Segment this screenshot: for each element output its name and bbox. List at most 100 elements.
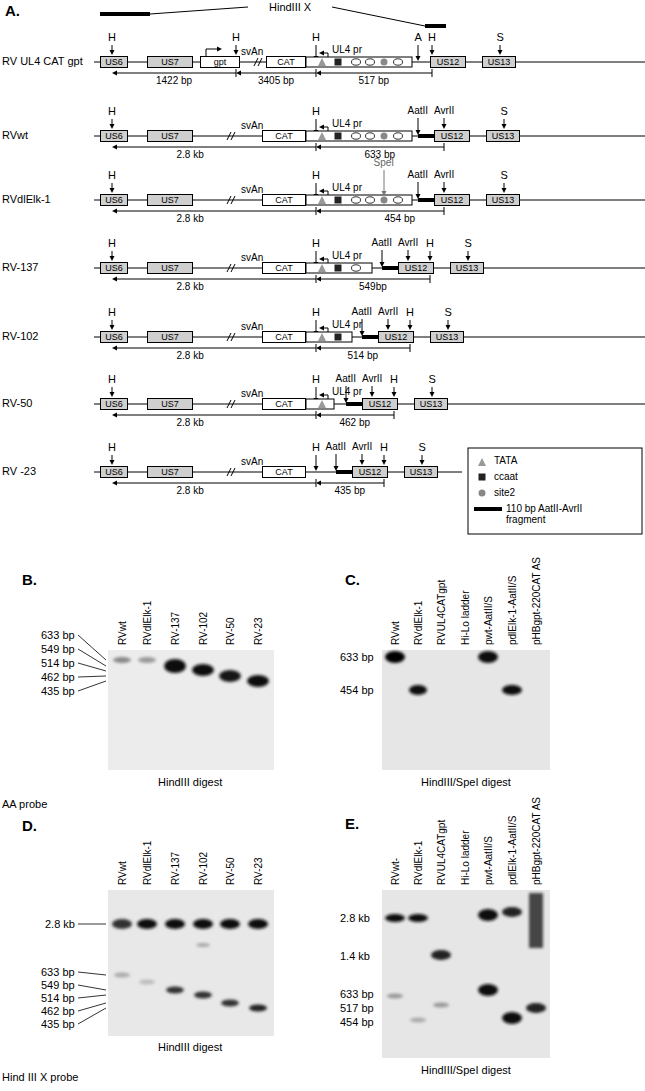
gene-name: CAT bbox=[275, 399, 292, 409]
lane-label: RVdlElk-1 bbox=[413, 601, 424, 645]
gene-box: CAT bbox=[262, 262, 306, 274]
panel-letter: A. bbox=[5, 3, 20, 20]
gel-ground bbox=[382, 650, 550, 770]
legend-text: ccaat bbox=[494, 471, 518, 482]
map-label: 549bp bbox=[359, 281, 387, 292]
size-label: 549 bp bbox=[41, 979, 75, 991]
gel-band bbox=[433, 1003, 449, 1008]
gel-band bbox=[166, 987, 184, 994]
arrow-head bbox=[316, 209, 321, 214]
gel-band bbox=[164, 659, 186, 673]
site-symbol bbox=[352, 197, 361, 203]
break-mark bbox=[227, 333, 231, 341]
site-arrow bbox=[316, 320, 317, 332]
gene-box: US6 bbox=[100, 331, 128, 343]
lane-label: RV-137 bbox=[170, 852, 181, 885]
site-arrow bbox=[316, 119, 317, 131]
map-label: H bbox=[108, 441, 116, 453]
map-label: AvrII bbox=[352, 441, 372, 452]
gene-name: CAT bbox=[275, 263, 292, 273]
site-arrow bbox=[316, 251, 317, 263]
gel-ground bbox=[382, 890, 550, 1058]
dimension-tick bbox=[430, 275, 431, 283]
site-symbol bbox=[394, 197, 403, 203]
lane-label: RVUL4CATgpt bbox=[436, 580, 447, 645]
site-arrow bbox=[418, 182, 419, 195]
promoter-region bbox=[306, 263, 372, 273]
gel-band bbox=[137, 919, 157, 929]
gene-name: CAT bbox=[277, 57, 294, 67]
arrow-head bbox=[110, 188, 115, 193]
map-label: svAn bbox=[241, 456, 263, 467]
gel-e bbox=[382, 890, 550, 1058]
gene-box: US6 bbox=[100, 262, 128, 274]
gel-band bbox=[165, 919, 185, 929]
gene-name: US12 bbox=[441, 195, 464, 205]
gene-name: US12 bbox=[359, 467, 382, 477]
lane-label: RV-137 bbox=[170, 612, 181, 645]
arrow-head bbox=[344, 398, 349, 403]
arrow-head bbox=[502, 124, 507, 129]
lane-label: RV-23 bbox=[253, 857, 264, 885]
arrow-head bbox=[112, 413, 117, 418]
gene-name: US6 bbox=[105, 195, 123, 205]
size-label: 633 bp bbox=[41, 966, 75, 978]
arrow-head bbox=[110, 392, 115, 397]
gene-box: US12 bbox=[434, 194, 470, 206]
leader-line bbox=[78, 676, 106, 677]
arrow-head bbox=[112, 209, 117, 214]
map-label: HindIII/SpeI digest bbox=[421, 776, 511, 788]
gel-band bbox=[248, 919, 268, 929]
gene-name: CAT bbox=[275, 467, 292, 477]
site-symbol bbox=[394, 59, 403, 65]
arrow-head bbox=[110, 460, 115, 465]
lane-label: Hi-Lo ladder bbox=[460, 831, 471, 885]
dimension-tick bbox=[444, 207, 445, 215]
dimension-line bbox=[116, 279, 316, 280]
leader-line bbox=[78, 1008, 106, 1024]
map-label: 1422 bp bbox=[156, 75, 192, 86]
dimension-line bbox=[320, 483, 384, 484]
gene-box: US7 bbox=[147, 194, 193, 206]
map-label: RV-102 bbox=[2, 330, 39, 342]
arrow-head bbox=[319, 326, 324, 331]
legend-text: TATA bbox=[494, 455, 517, 466]
site-symbol bbox=[366, 133, 375, 139]
gel-band bbox=[502, 1012, 522, 1024]
map-label: HindIII X bbox=[269, 1, 311, 13]
map-label: S bbox=[465, 237, 472, 249]
promoter-region bbox=[306, 131, 412, 141]
gene-name: CAT bbox=[275, 332, 292, 342]
gel-band bbox=[478, 984, 498, 996]
dimension-line bbox=[116, 211, 316, 212]
gel-band bbox=[113, 657, 131, 663]
gene-name: US7 bbox=[161, 332, 179, 342]
arrow-head bbox=[319, 257, 324, 262]
gel-band bbox=[387, 994, 403, 999]
gene-box: US12 bbox=[378, 331, 414, 343]
map-label: 514 bp bbox=[348, 350, 379, 361]
gene-box: US6 bbox=[100, 194, 128, 206]
map-label: AatII bbox=[408, 105, 429, 116]
map-label: H bbox=[406, 306, 414, 318]
size-label: 1.4 kb bbox=[340, 950, 370, 962]
map-label: H bbox=[108, 169, 116, 181]
site-arrow bbox=[444, 118, 445, 125]
site2-symbol bbox=[381, 197, 388, 204]
gel-band bbox=[385, 914, 405, 922]
panel-letter: B. bbox=[22, 572, 37, 589]
arrow-head bbox=[360, 331, 365, 336]
arrow-head bbox=[502, 188, 507, 193]
map-label: SpeI bbox=[374, 157, 395, 168]
map-label: S bbox=[429, 373, 436, 385]
gene-name: US12 bbox=[437, 57, 460, 67]
map-label: 2.8 kb bbox=[177, 281, 204, 292]
size-label: 633 bp bbox=[340, 651, 374, 663]
gene-name: US13 bbox=[492, 195, 515, 205]
gene-box: US6 bbox=[100, 466, 128, 478]
map-label: H bbox=[390, 373, 398, 385]
promoter-arrow bbox=[206, 49, 218, 50]
promoter-arrow bbox=[328, 395, 329, 399]
map-label: HindIII digest bbox=[158, 776, 222, 788]
arrow-head bbox=[112, 481, 117, 486]
